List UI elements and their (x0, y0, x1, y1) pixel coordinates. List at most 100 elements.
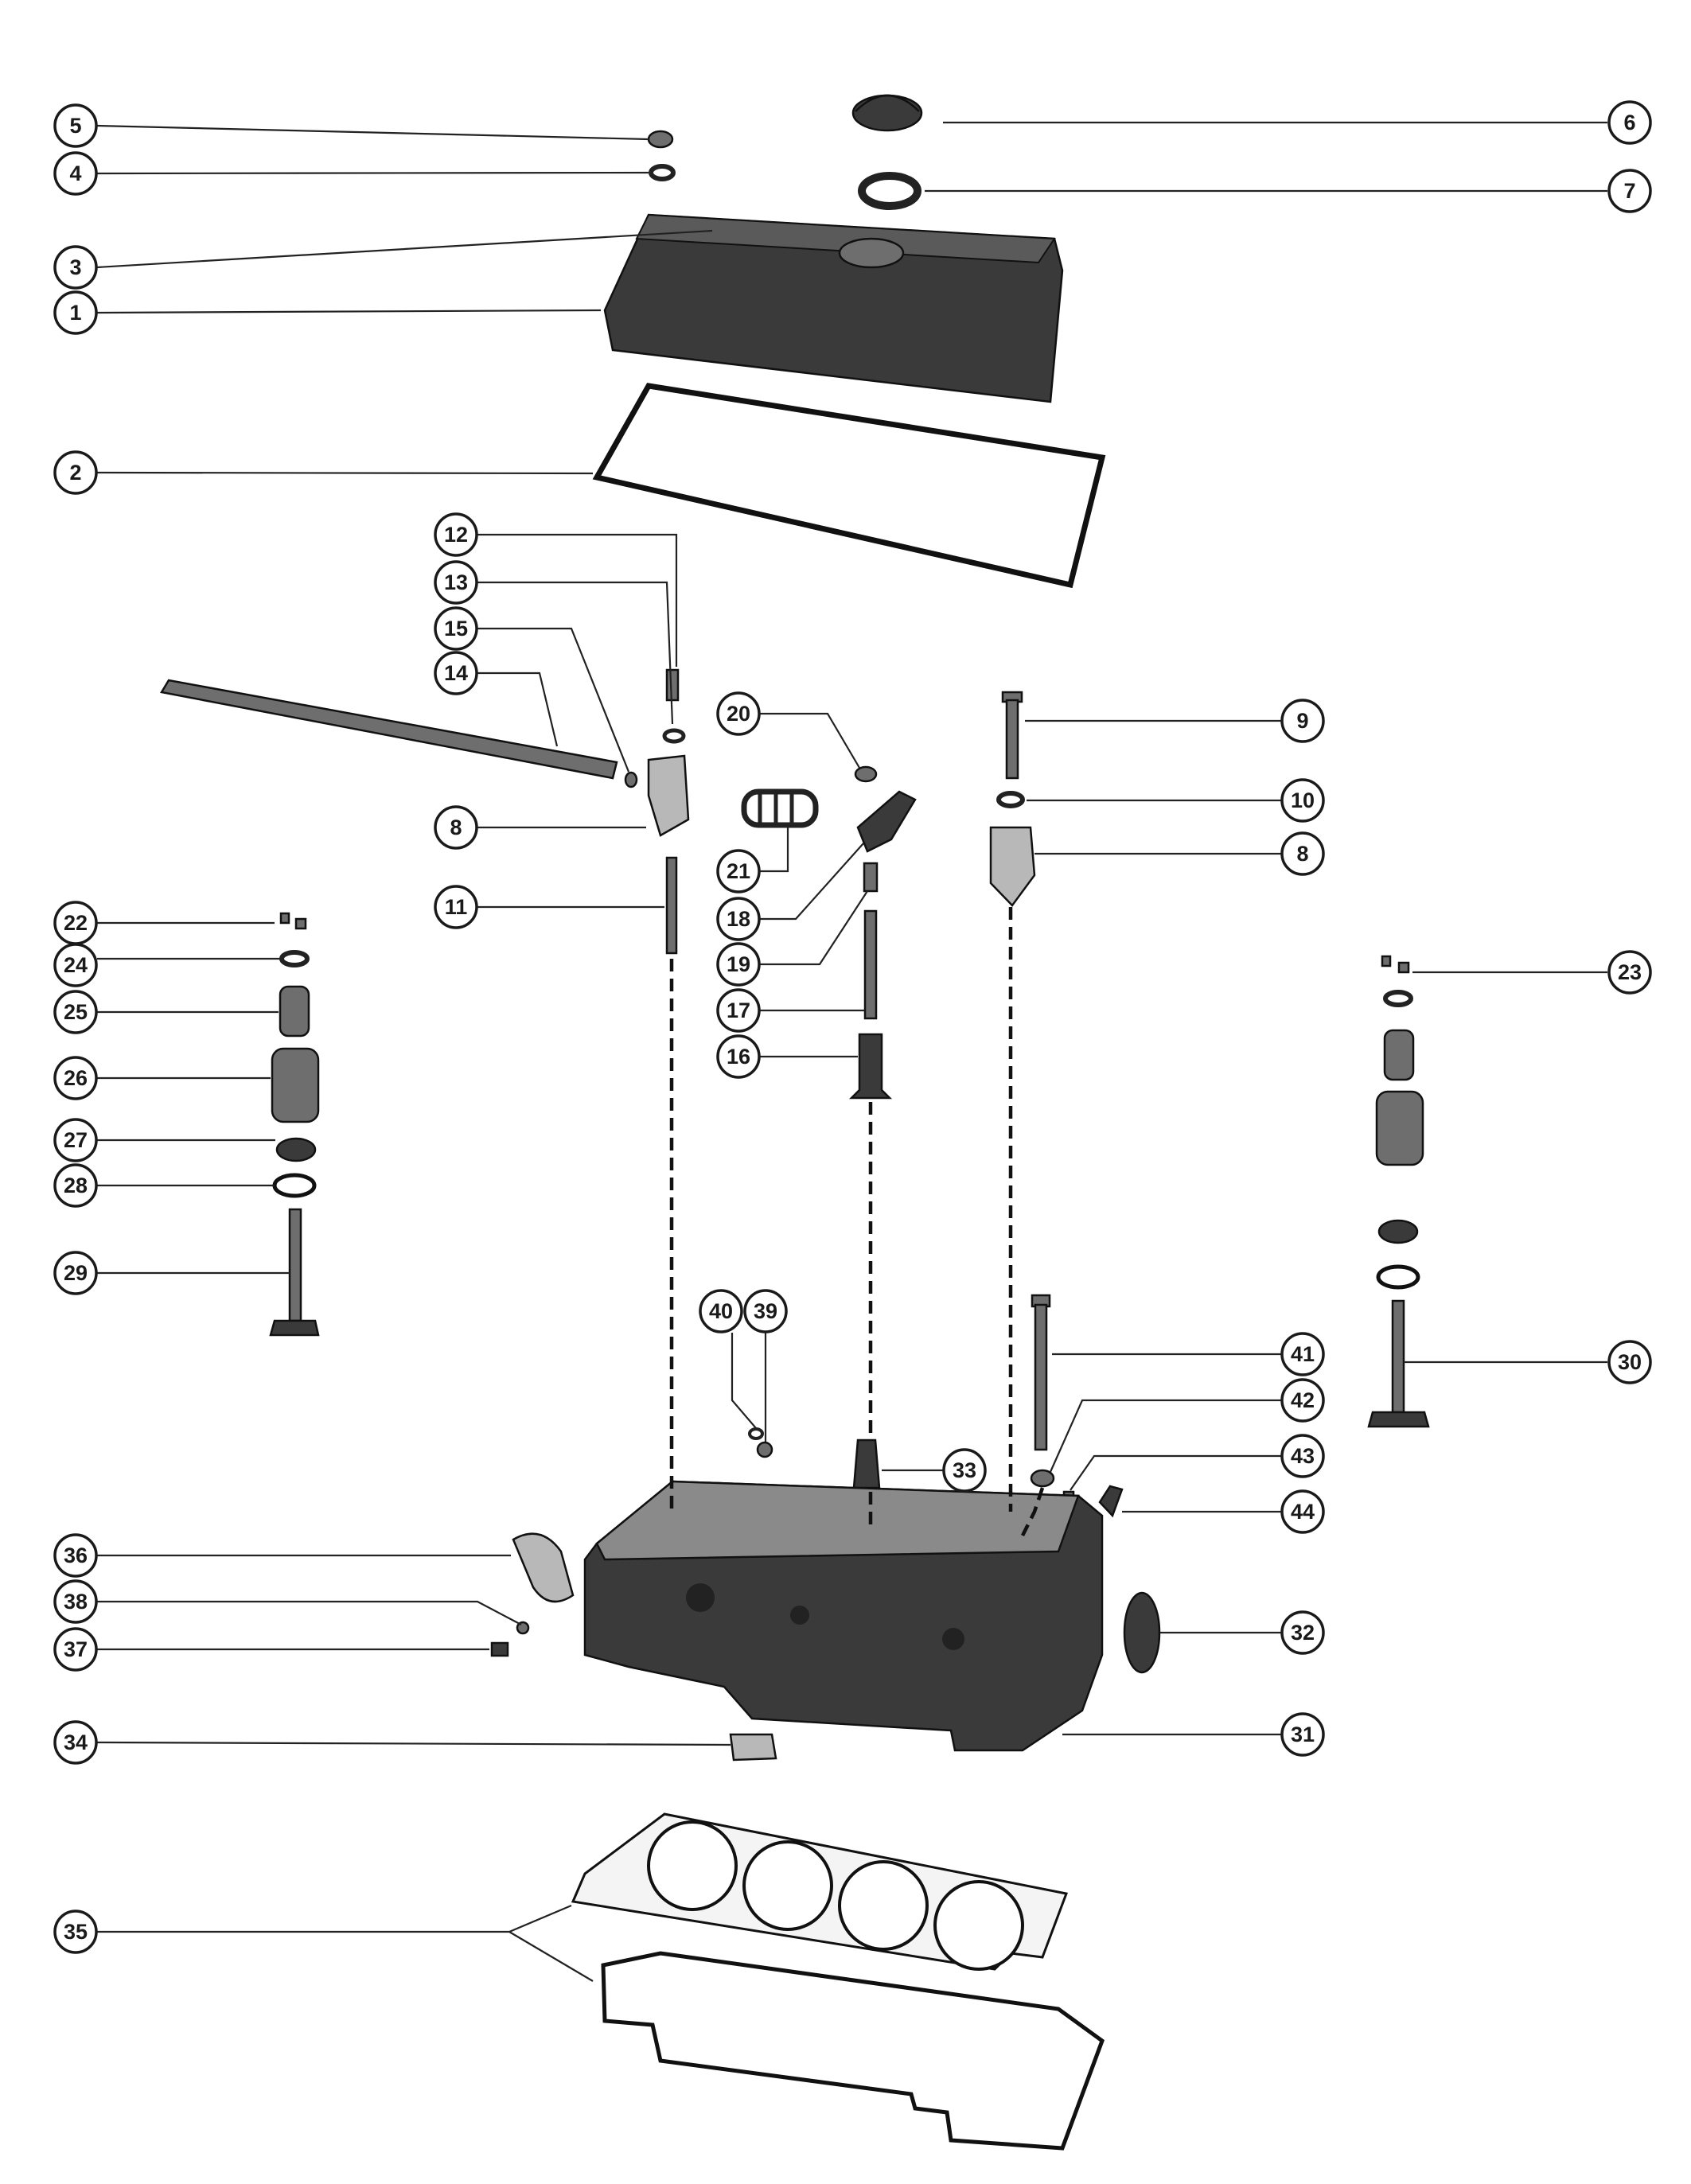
callout-23[interactable]: 23 (1607, 950, 1652, 995)
alignment-lines (669, 907, 1045, 1537)
callout-44[interactable]: 44 (1280, 1489, 1325, 1534)
svg-text:1: 1 (69, 301, 81, 325)
svg-text:23: 23 (1618, 960, 1642, 984)
callout-1[interactable]: 1 (53, 290, 98, 335)
cylinder-head-part (583, 1480, 1104, 1752)
callout-29[interactable]: 29 (53, 1251, 98, 1295)
svg-text:25: 25 (64, 1000, 88, 1024)
svg-text:32: 32 (1291, 1621, 1315, 1645)
callout-42[interactable]: 42 (1280, 1378, 1325, 1423)
callout-9[interactable]: 9 (1280, 699, 1325, 743)
callout-20[interactable]: 20 (716, 691, 761, 736)
lifting-eye-part (512, 1532, 575, 1603)
callout-16[interactable]: 16 (716, 1034, 761, 1079)
callout-13[interactable]: 13 (434, 560, 478, 605)
ring-part (748, 1427, 764, 1440)
svg-text:17: 17 (727, 999, 750, 1022)
svg-text:35: 35 (64, 1920, 88, 1944)
svg-text:3: 3 (69, 255, 81, 279)
svg-text:7: 7 (1623, 179, 1635, 203)
parts-illustrations (160, 94, 1430, 2151)
callout-17[interactable]: 17 (716, 988, 761, 1033)
callout-4[interactable]: 4 (53, 151, 98, 196)
oil-filler-cap-part (851, 94, 923, 132)
callout-22[interactable]: 22 (53, 901, 98, 945)
head-gasket-part (571, 1812, 1069, 1971)
callout-43[interactable]: 43 (1280, 1434, 1325, 1478)
plug-part (756, 1441, 773, 1458)
svg-text:14: 14 (444, 661, 468, 685)
callout-3[interactable]: 3 (53, 245, 98, 290)
svg-text:24: 24 (64, 953, 88, 977)
callout-5[interactable]: 5 (53, 103, 98, 148)
rocker-cover-part (603, 213, 1064, 403)
callout-26[interactable]: 26 (53, 1056, 98, 1100)
callout-25[interactable]: 25 (53, 990, 98, 1034)
head-bolt-washer-part (1030, 1469, 1055, 1488)
svg-text:44: 44 (1291, 1500, 1315, 1524)
washer-right-part (996, 791, 1025, 808)
callout-27[interactable]: 27 (53, 1118, 98, 1162)
callout-40[interactable]: 40 (699, 1289, 743, 1333)
callout-36[interactable]: 36 (53, 1533, 98, 1578)
svg-text:2: 2 (69, 461, 81, 485)
callout-6[interactable]: 6 (1607, 100, 1652, 145)
exhaust-valve-stack (1367, 955, 1430, 1428)
svg-text:26: 26 (64, 1066, 88, 1090)
svg-text:29: 29 (64, 1261, 88, 1285)
svg-text:22: 22 (64, 911, 88, 935)
valve-guide-part (852, 1438, 881, 1489)
callout-21[interactable]: 21 (716, 849, 761, 893)
callout-2[interactable]: 2 (53, 450, 98, 495)
callout-10[interactable]: 10 (1280, 778, 1325, 823)
clip-part (624, 771, 638, 788)
callout-39[interactable]: 39 (743, 1289, 788, 1333)
callout-8-left[interactable]: 8 (434, 805, 478, 850)
intake-valve-stack (269, 912, 320, 1337)
pushrod-left-part (665, 856, 678, 955)
callout-37[interactable]: 37 (53, 1627, 98, 1672)
svg-text:34: 34 (64, 1730, 88, 1754)
svg-text:27: 27 (64, 1128, 88, 1152)
callout-15[interactable]: 15 (434, 606, 478, 651)
svg-text:16: 16 (727, 1045, 750, 1069)
svg-text:38: 38 (64, 1590, 88, 1614)
washer-center-part (854, 765, 878, 783)
callout-31[interactable]: 31 (1280, 1712, 1325, 1757)
callout-7[interactable]: 7 (1607, 169, 1652, 213)
rocker-spring-part (741, 788, 819, 828)
callout-8-right[interactable]: 8 (1280, 831, 1325, 876)
svg-text:39: 39 (754, 1299, 777, 1323)
callout-28[interactable]: 28 (53, 1163, 98, 1208)
callout-35[interactable]: 35 (53, 1910, 98, 1954)
callout-32[interactable]: 32 (1280, 1610, 1325, 1655)
svg-text:10: 10 (1291, 788, 1315, 812)
cover-gasket-part (601, 1951, 1105, 2151)
callout-12[interactable]: 12 (434, 512, 478, 557)
svg-text:30: 30 (1618, 1350, 1642, 1374)
svg-text:37: 37 (64, 1637, 88, 1661)
callouts: 5 4 3 1 2 6 7 12 13 15 14 8 11 20 21 18 … (53, 100, 1652, 1954)
svg-text:6: 6 (1623, 111, 1635, 134)
callout-14[interactable]: 14 (434, 651, 478, 695)
shaft-bracket-left-part (647, 754, 690, 837)
callout-18[interactable]: 18 (716, 897, 761, 941)
callout-19[interactable]: 19 (716, 942, 761, 987)
svg-text:33: 33 (953, 1458, 976, 1482)
adjusting-screw-part (662, 668, 686, 744)
callout-11[interactable]: 11 (434, 885, 478, 929)
svg-text:41: 41 (1291, 1342, 1315, 1366)
callout-34[interactable]: 34 (53, 1720, 98, 1765)
callout-33[interactable]: 33 (942, 1448, 987, 1493)
svg-text:21: 21 (727, 859, 750, 883)
svg-text:5: 5 (69, 114, 81, 138)
callout-41[interactable]: 41 (1280, 1332, 1325, 1376)
svg-text:42: 42 (1291, 1388, 1315, 1412)
callout-24[interactable]: 24 (53, 943, 98, 987)
callout-30[interactable]: 30 (1607, 1340, 1652, 1384)
svg-text:31: 31 (1291, 1723, 1315, 1746)
svg-text:19: 19 (727, 952, 750, 976)
cap-gasket-part (858, 172, 921, 210)
callout-38[interactable]: 38 (53, 1579, 98, 1624)
